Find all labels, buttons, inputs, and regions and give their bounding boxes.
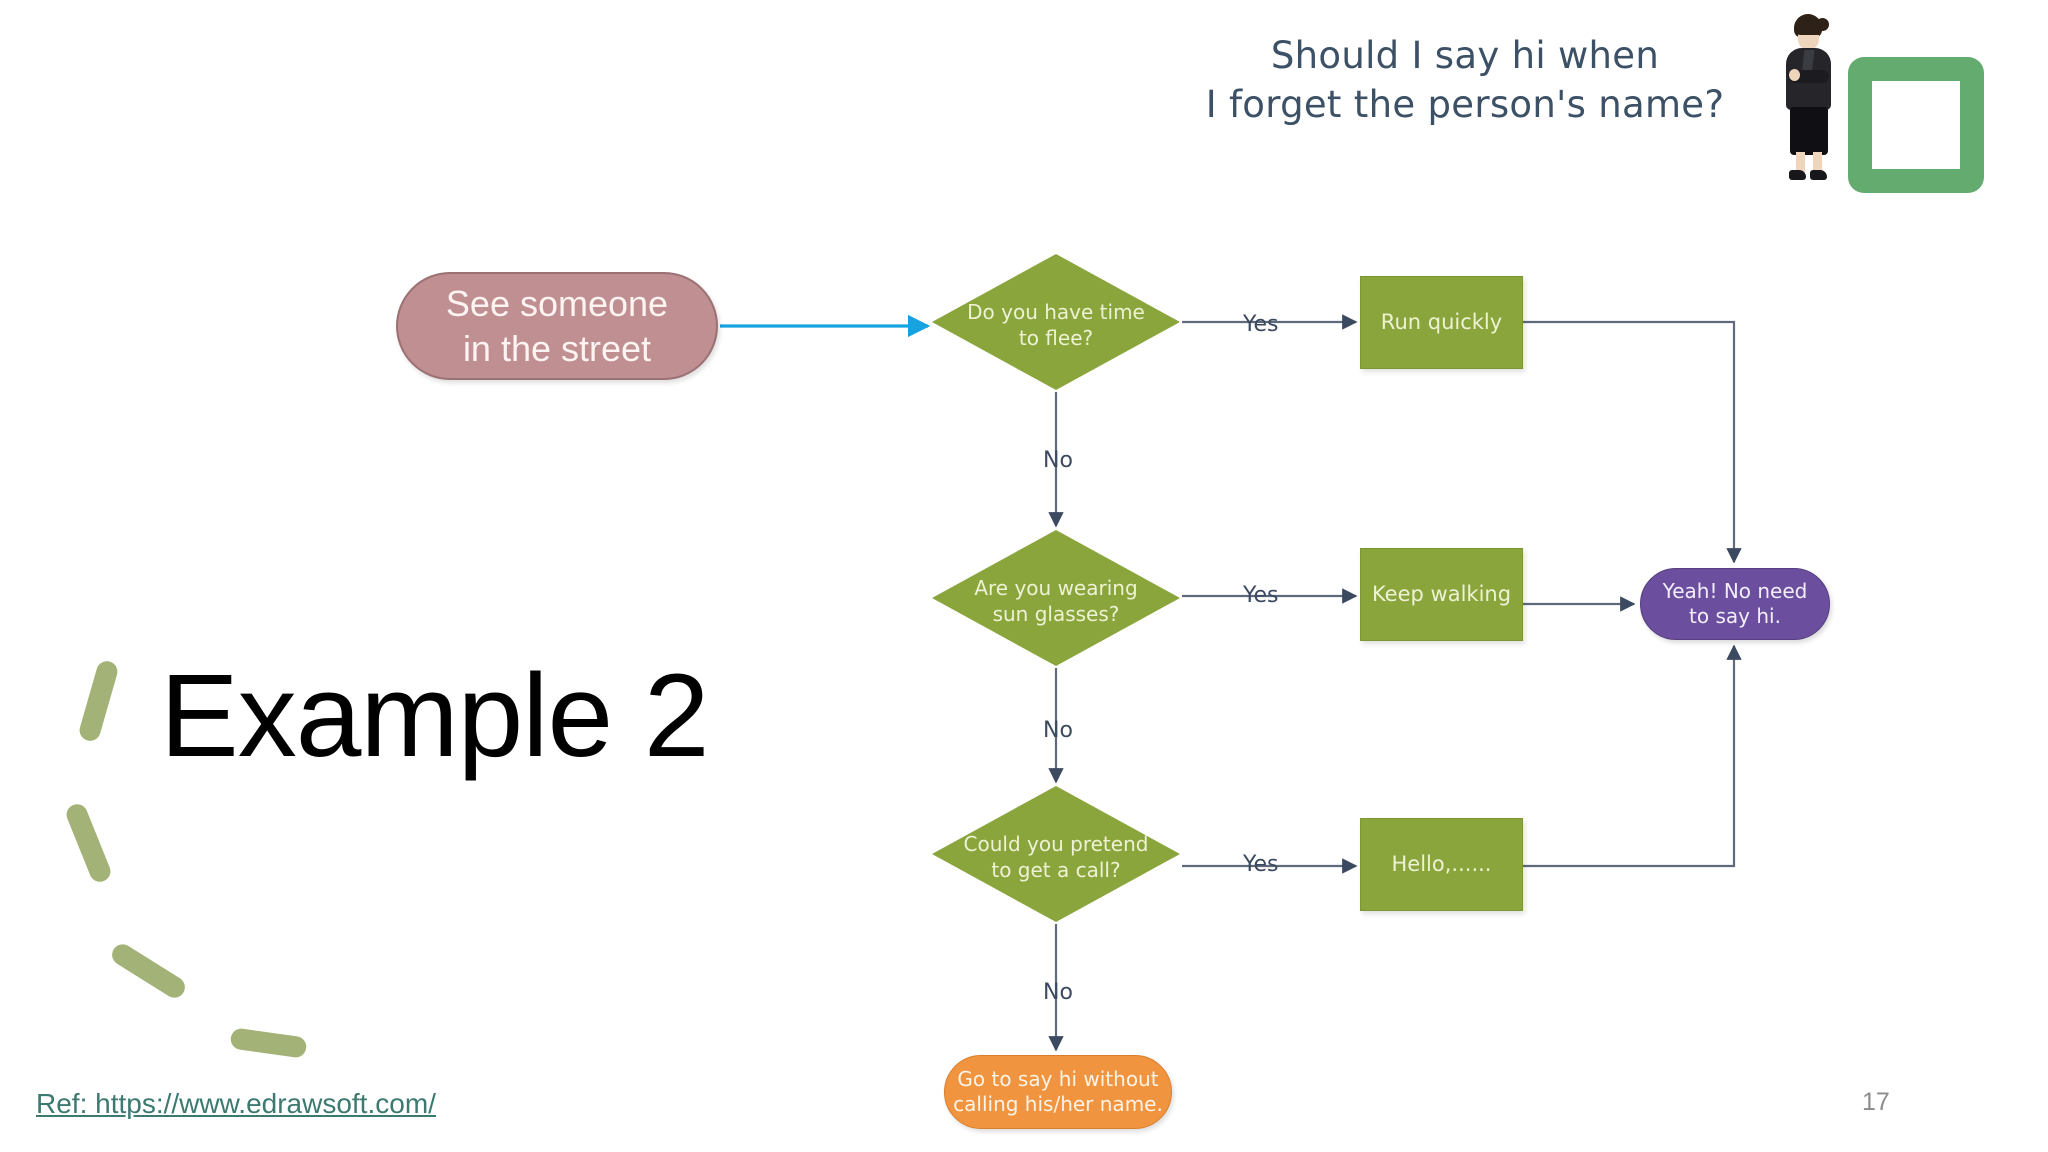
hand-shape [1789, 69, 1800, 81]
edge-label-yes-1: Yes [1243, 312, 1279, 337]
reference-link[interactable]: Ref: https://www.edrawsoft.com/ [36, 1088, 436, 1119]
businesswoman-illustration [1772, 12, 1844, 184]
decorative-dash-4 [229, 1027, 308, 1059]
example-title: Example 2 [160, 650, 710, 782]
node-run-quickly[interactable]: Run quickly [1360, 276, 1523, 369]
node-decision-sun-glasses[interactable]: Are you wearing sun glasses? [932, 530, 1180, 666]
edge-run-quickly-to-end [1523, 320, 1742, 564]
decision-1-label: Do you have time to flee? [967, 300, 1145, 350]
decorative-dash-3 [108, 940, 189, 1002]
edge-hello-to-end [1523, 644, 1742, 868]
node-keep-walking[interactable]: Keep walking [1360, 548, 1523, 641]
question-title: Should I say hi when I forget the person… [1205, 34, 1725, 126]
node-decision-time-to-flee[interactable]: Do you have time to flee? [932, 254, 1180, 390]
left-shoe-shape [1789, 170, 1806, 180]
edge-label-no-1: No [1043, 448, 1073, 473]
node-go-say-hi[interactable]: Go to say hi without calling his/her nam… [944, 1055, 1172, 1129]
decorative-dash-1 [77, 658, 120, 744]
node-see-someone-in-the-street[interactable]: See someone in the street [396, 272, 718, 380]
skirt-shape [1790, 107, 1828, 155]
edge-label-no-2: No [1043, 718, 1073, 743]
page-number: 17 [1862, 1088, 1890, 1116]
green-square-frame-icon [1848, 57, 1984, 193]
node-no-need-to-say-hi[interactable]: Yeah! No need to say hi. [1640, 568, 1830, 640]
decision-3-label: Could you pretend to get a call? [963, 832, 1149, 882]
right-leg-shape [1813, 152, 1822, 174]
fringe-shape [1796, 24, 1821, 35]
decision-2-label: Are you wearing sun glasses? [974, 576, 1138, 626]
node-decision-pretend-call[interactable]: Could you pretend to get a call? [932, 786, 1180, 922]
edge-label-yes-2: Yes [1243, 583, 1279, 608]
edge-label-no-3: No [1043, 980, 1073, 1005]
decorative-dash-2 [63, 801, 114, 885]
node-hello[interactable]: Hello,...... [1360, 818, 1523, 911]
edge-label-yes-3: Yes [1243, 852, 1279, 877]
left-leg-shape [1796, 152, 1805, 174]
right-shoe-shape [1810, 170, 1827, 180]
